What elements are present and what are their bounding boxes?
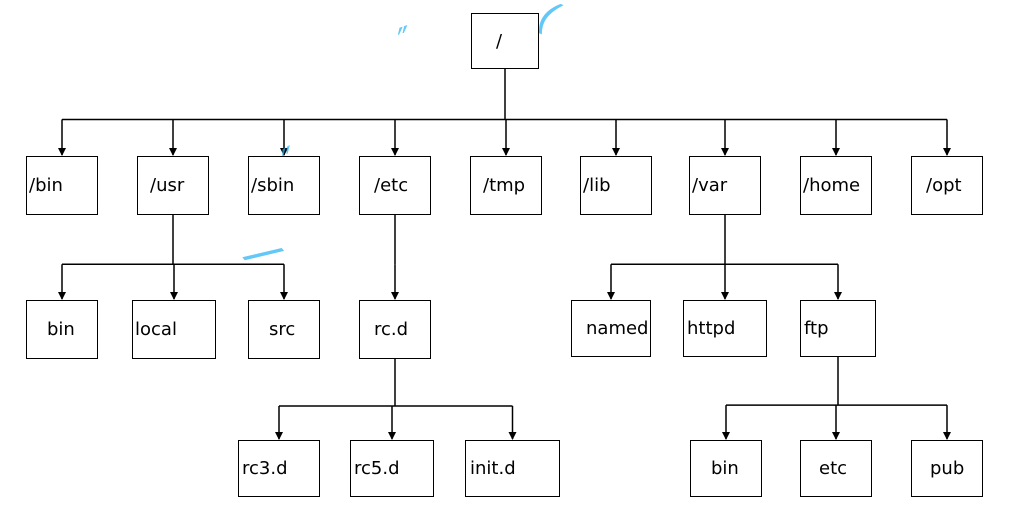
node-label: /usr xyxy=(150,175,185,196)
node-ftp-etc: etc xyxy=(800,440,872,497)
node-ftp: ftp xyxy=(800,300,876,357)
node-usr-src: src xyxy=(248,300,320,359)
node-usr-bin: bin xyxy=(26,300,98,359)
node-ftp-pub: pub xyxy=(911,440,983,497)
node-usr: /usr xyxy=(137,156,209,215)
node-root: / xyxy=(471,13,539,69)
node-named: named xyxy=(571,300,651,357)
node-label: /opt xyxy=(926,175,962,196)
node-label: /etc xyxy=(374,175,409,196)
node-label: httpd xyxy=(687,318,736,339)
node-etc: /etc xyxy=(359,156,431,215)
node-label: local xyxy=(135,319,177,340)
node-lib: /lib xyxy=(580,156,652,215)
node-label: src xyxy=(269,319,296,340)
node-label: / xyxy=(496,30,503,52)
node-label: pub xyxy=(930,458,965,479)
node-usr-local: local xyxy=(132,300,216,359)
node-label: init.d xyxy=(470,458,516,479)
node-label: /lib xyxy=(583,175,611,196)
node-opt: /opt xyxy=(911,156,983,215)
node-sbin: /sbin xyxy=(248,156,320,215)
node-label: /bin xyxy=(29,175,63,196)
node-httpd: httpd xyxy=(683,300,767,357)
node-label: /sbin xyxy=(251,175,295,196)
node-label: /home xyxy=(803,175,861,196)
node-home: /home xyxy=(800,156,872,215)
node-var: /var xyxy=(689,156,761,215)
node-label: etc xyxy=(819,458,848,479)
node-init-d: init.d xyxy=(465,440,560,497)
node-label: rc5.d xyxy=(354,458,400,479)
node-label: rc3.d xyxy=(242,458,288,479)
node-bin: /bin xyxy=(26,156,98,215)
node-rc3-d: rc3.d xyxy=(238,440,320,497)
node-label: ftp xyxy=(804,318,829,339)
node-label: bin xyxy=(47,319,75,340)
node-rc-d: rc.d xyxy=(359,300,431,359)
node-label: bin xyxy=(711,458,739,479)
node-label: /var xyxy=(692,175,728,196)
node-label: named xyxy=(586,318,649,339)
node-label: rc.d xyxy=(374,319,409,340)
node-tmp: /tmp xyxy=(470,156,542,215)
node-rc5-d: rc5.d xyxy=(350,440,434,497)
node-ftp-bin: bin xyxy=(690,440,762,497)
node-label: /tmp xyxy=(483,175,526,196)
